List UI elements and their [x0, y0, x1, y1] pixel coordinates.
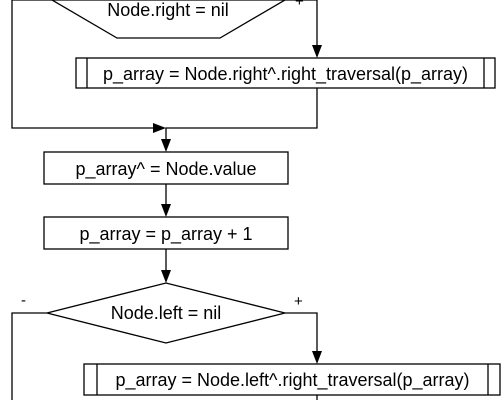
process-assign-value-label: p_array^ = Node.value — [75, 159, 256, 180]
process-right-traversal[interactable]: p_array = Node.right^.right_traversal(p_… — [75, 57, 496, 89]
edge-decision-left-no — [11, 312, 47, 400]
process-left-traversal-label: p_array = Node.left^.right_traversal(p_a… — [115, 370, 469, 391]
decision-left-no-label: - — [21, 292, 26, 309]
process-left-traversal[interactable]: p_array = Node.left^.right_traversal(p_a… — [83, 363, 501, 396]
decision-left-yes-label: + — [294, 293, 303, 310]
process-assign-value[interactable]: p_array^ = Node.value — [43, 151, 289, 185]
top-decision-branch-mark: + — [295, 0, 304, 10]
decision-node-right-nil[interactable]: Node.right = nil — [50, 0, 287, 39]
process-increment[interactable]: p_array = p_array + 1 — [43, 216, 289, 250]
arrowhead-to-process-right — [312, 45, 322, 58]
edge-top-decision-right — [285, 0, 318, 52]
arrowhead-to-process-left — [312, 351, 322, 364]
arrowhead-to-assign — [161, 139, 171, 152]
edge-top-decision-left — [11, 0, 160, 129]
edge-process-right-down — [165, 88, 318, 146]
arrowhead-to-decision-left — [161, 270, 171, 283]
arrowhead-merge-top — [153, 123, 166, 133]
edge-decision-left-yes — [285, 312, 318, 358]
arrowhead-to-increment — [161, 204, 171, 217]
decision-node-right-nil-label: Node.right = nil — [107, 0, 229, 20]
process-increment-label: p_array = p_array + 1 — [79, 224, 252, 245]
decision-node-left-nil[interactable]: Node.left = nil — [46, 282, 286, 344]
process-right-traversal-label: p_array = Node.right^.right_traversal(p_… — [103, 64, 468, 85]
decision-node-left-nil-label: Node.left = nil — [111, 303, 222, 323]
